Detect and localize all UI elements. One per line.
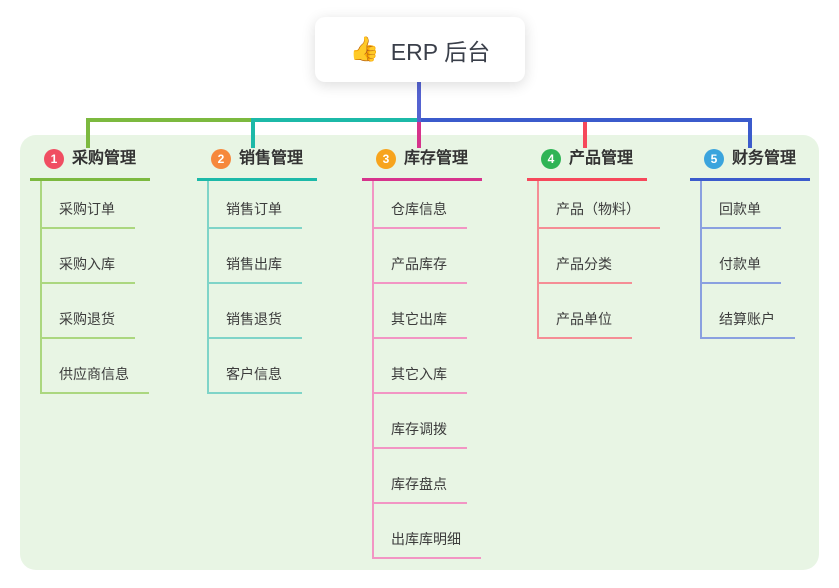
child-node[interactable]: 其它出库 xyxy=(374,284,467,339)
root-node[interactable]: 👍 ERP 后台 xyxy=(315,17,525,82)
child-node[interactable]: 采购订单 xyxy=(42,181,135,229)
child-node[interactable]: 库存盘点 xyxy=(374,449,467,504)
child-node[interactable]: 结算账户 xyxy=(702,284,795,339)
branch-title-inventory[interactable]: 3 库存管理 xyxy=(362,148,483,181)
connector-drop-inventory xyxy=(417,122,421,148)
branch-label: 产品管理 xyxy=(569,150,634,167)
branches-panel xyxy=(20,135,819,570)
connector-root-line xyxy=(417,82,421,122)
child-node[interactable]: 回款单 xyxy=(702,181,781,229)
child-node[interactable]: 产品（物料） xyxy=(539,181,660,229)
child-node[interactable]: 供应商信息 xyxy=(42,339,149,394)
branch-label: 采购管理 xyxy=(72,150,137,167)
root-title: ERP 后台 xyxy=(390,38,491,65)
branch-sales: 2 销售管理销售订单销售出库销售退货客户信息 xyxy=(197,148,318,394)
child-node[interactable]: 客户信息 xyxy=(209,339,302,394)
branch-title-product[interactable]: 4 产品管理 xyxy=(527,148,648,181)
branch-label: 销售管理 xyxy=(239,150,304,167)
branch-purchase: 1 采购管理采购订单采购入库采购退货供应商信息 xyxy=(30,148,151,394)
thumbs-up-icon: 👍 xyxy=(349,35,380,63)
child-node[interactable]: 付款单 xyxy=(702,229,781,284)
child-node[interactable]: 销售退货 xyxy=(209,284,302,339)
connector-drop-finance xyxy=(748,118,752,148)
connector-drop-purchase xyxy=(86,118,90,148)
connector-bar-finance xyxy=(417,118,752,122)
connector-bar-sales xyxy=(251,118,419,122)
child-node[interactable]: 销售出库 xyxy=(209,229,302,284)
child-node[interactable]: 销售订单 xyxy=(209,181,302,229)
branch-number-badge: 4 xyxy=(541,149,561,169)
child-node[interactable]: 库存调拨 xyxy=(374,394,467,449)
branch-number-badge: 5 xyxy=(704,149,724,169)
child-node[interactable]: 产品单位 xyxy=(539,284,632,339)
child-node[interactable]: 采购入库 xyxy=(42,229,135,284)
child-node[interactable]: 其它入库 xyxy=(374,339,467,394)
branch-inventory: 3 库存管理仓库信息产品库存其它出库其它入库库存调拨库存盘点出库库明细 xyxy=(362,148,483,559)
branch-number-badge: 1 xyxy=(44,149,64,169)
child-node[interactable]: 采购退货 xyxy=(42,284,135,339)
branch-title-sales[interactable]: 2 销售管理 xyxy=(197,148,318,181)
child-node[interactable]: 产品库存 xyxy=(374,229,467,284)
connector-drop-product xyxy=(583,122,587,148)
branch-label: 财务管理 xyxy=(732,150,797,167)
child-node[interactable]: 出库库明细 xyxy=(374,504,481,559)
branch-number-badge: 2 xyxy=(211,149,231,169)
branch-label: 库存管理 xyxy=(404,150,469,167)
branch-title-finance[interactable]: 5 财务管理 xyxy=(690,148,811,181)
branch-children-purchase: 采购订单采购入库采购退货供应商信息 xyxy=(40,181,149,394)
connector-drop-sales xyxy=(251,118,255,148)
branch-children-inventory: 仓库信息产品库存其它出库其它入库库存调拨库存盘点出库库明细 xyxy=(372,181,481,559)
branch-children-finance: 回款单付款单结算账户 xyxy=(700,181,795,339)
branch-title-purchase[interactable]: 1 采购管理 xyxy=(30,148,151,181)
connector-bar-purchase xyxy=(86,118,253,122)
branch-children-product: 产品（物料）产品分类产品单位 xyxy=(537,181,660,339)
branch-product: 4 产品管理产品（物料）产品分类产品单位 xyxy=(527,148,660,339)
branch-children-sales: 销售订单销售出库销售退货客户信息 xyxy=(207,181,302,394)
branch-number-badge: 3 xyxy=(376,149,396,169)
child-node[interactable]: 仓库信息 xyxy=(374,181,467,229)
child-node[interactable]: 产品分类 xyxy=(539,229,632,284)
branch-finance: 5 财务管理回款单付款单结算账户 xyxy=(690,148,811,339)
